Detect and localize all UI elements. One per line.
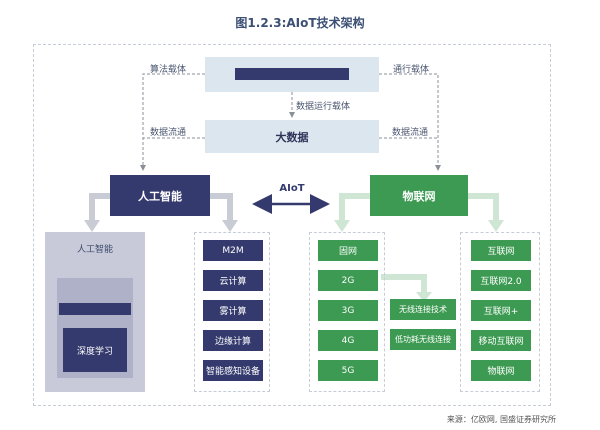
- ai-panel-inner: 深度学习: [57, 278, 133, 378]
- stack-item-fog: 雾计算: [203, 300, 263, 321]
- ai-panel: 人工智能 深度学习: [45, 232, 145, 392]
- stack-item-sensing: 智能感知设备: [203, 360, 263, 381]
- inet-item-iot: 物联网: [471, 360, 531, 381]
- inet-item-mobile: 移动互联网: [471, 330, 531, 351]
- net-item-2g: 2G: [318, 270, 378, 291]
- inet-item-internet-plus: 互联网+: [471, 300, 531, 321]
- network-stack: 固网 2G 3G 4G 5G: [309, 232, 385, 392]
- internet-stack: 互联网 互联网2.0 互联网+ 移动互联网 物联网: [460, 232, 540, 392]
- label-algo-carrier: 算法载体: [150, 65, 187, 75]
- ai-panel-title: 人工智能: [76, 245, 113, 255]
- diagram-title: 图1.2.3:AIoT技术架构: [235, 16, 365, 30]
- stack-item-edge: 边缘计算: [203, 330, 263, 351]
- net-item-fixed: 固网: [318, 240, 378, 261]
- low-power-wireless-box: 低功耗无线连接: [390, 329, 456, 350]
- label-data-flow-left: 数据流通: [150, 128, 187, 138]
- net-item-4g: 4G: [318, 330, 378, 351]
- aiot-label: AIoT: [279, 183, 305, 194]
- big-data-box: 大数据: [205, 120, 379, 153]
- inet-item-internet: 互联网: [471, 240, 531, 261]
- top-carrier-bar: [235, 68, 349, 80]
- deep-learning-box: 深度学习: [63, 328, 127, 372]
- iot-box: 物联网: [370, 175, 468, 216]
- top-carrier-box: [205, 57, 379, 92]
- ai-compute-stack: M2M 云计算 雾计算 边缘计算 智能感知设备: [194, 232, 270, 392]
- stack-item-cloud: 云计算: [203, 270, 263, 291]
- stack-item-m2m: M2M: [203, 240, 263, 261]
- source-note: 来源：亿欧网, 国盛证券研究所: [446, 415, 556, 424]
- net-item-3g: 3G: [318, 300, 378, 321]
- ai-box: 人工智能: [110, 175, 210, 216]
- outer-frame: [33, 44, 551, 406]
- ai-panel-bar: [59, 303, 131, 315]
- inet-item-internet-2: 互联网2.0: [471, 270, 531, 291]
- label-comm-carrier: 通行载体: [393, 65, 430, 75]
- label-data-flow-right: 数据流通: [392, 128, 429, 138]
- wireless-box: 无线连接技术: [390, 299, 456, 320]
- net-item-5g: 5G: [318, 360, 378, 381]
- label-data-run-carrier: 数据运行载体: [296, 102, 351, 112]
